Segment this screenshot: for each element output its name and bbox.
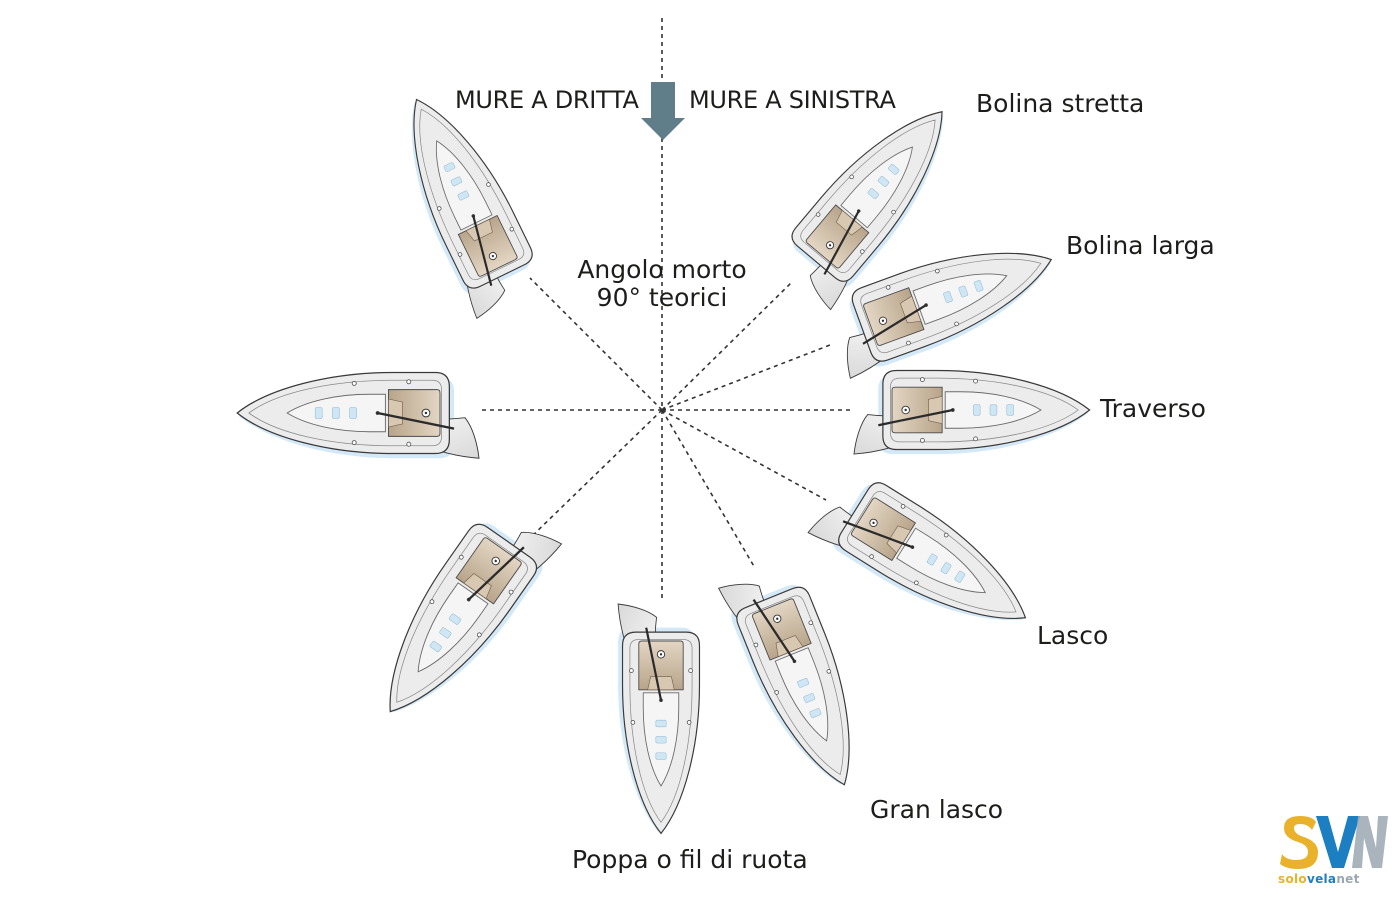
boat-port-broad-reach-deep bbox=[717, 556, 882, 802]
radial-line-port-broad-deep bbox=[661, 409, 756, 569]
broad-reach-label: Lasco bbox=[1037, 621, 1109, 650]
running-label: Poppa o fil di ruota bbox=[572, 845, 808, 874]
boat-starboard-close-hauled bbox=[377, 81, 550, 320]
radial-line-port-broad bbox=[661, 409, 827, 501]
broad-reach-deep-label: Gran lasco bbox=[870, 795, 1004, 824]
dead-angle-line1: Angolo morto bbox=[577, 255, 747, 284]
radial-line-starboard-broad bbox=[527, 409, 663, 541]
dead-angle-line2: 90° teorici bbox=[596, 283, 728, 312]
beam-reach-label: Traverso bbox=[1100, 394, 1206, 423]
boat-starboard-broad-reach bbox=[356, 494, 563, 739]
logo-part-vela: vela bbox=[1306, 872, 1337, 886]
logo-wordmark: solovelanet bbox=[1278, 872, 1388, 886]
boat-running bbox=[616, 602, 701, 835]
svn-logo-mark bbox=[1280, 816, 1388, 869]
boat-port-beam-reach bbox=[852, 369, 1091, 456]
radial-line-port-close bbox=[661, 281, 793, 411]
close-reach-label: Bolina larga bbox=[1066, 231, 1215, 260]
starboard-tack-label: MURE A DRITTA bbox=[455, 86, 639, 114]
radial-line-port-close-reach bbox=[661, 344, 831, 411]
logo-part-net: net bbox=[1336, 872, 1360, 886]
wind-arrow bbox=[641, 82, 685, 140]
close-hauled-label: Bolina stretta bbox=[976, 89, 1145, 118]
boat-starboard-beam-reach bbox=[236, 371, 481, 460]
solovela-logo: solovelanet bbox=[1278, 812, 1388, 886]
radial-lines bbox=[478, 277, 850, 569]
logo-part-solo: solo bbox=[1278, 872, 1307, 886]
boat-port-broad-reach bbox=[807, 462, 1047, 656]
radial-line-starboard-close bbox=[529, 277, 663, 411]
dead-angle-label: Angolo morto 90° teorici bbox=[562, 256, 762, 312]
port-tack-label: MURE A SINISTRA bbox=[689, 86, 896, 114]
